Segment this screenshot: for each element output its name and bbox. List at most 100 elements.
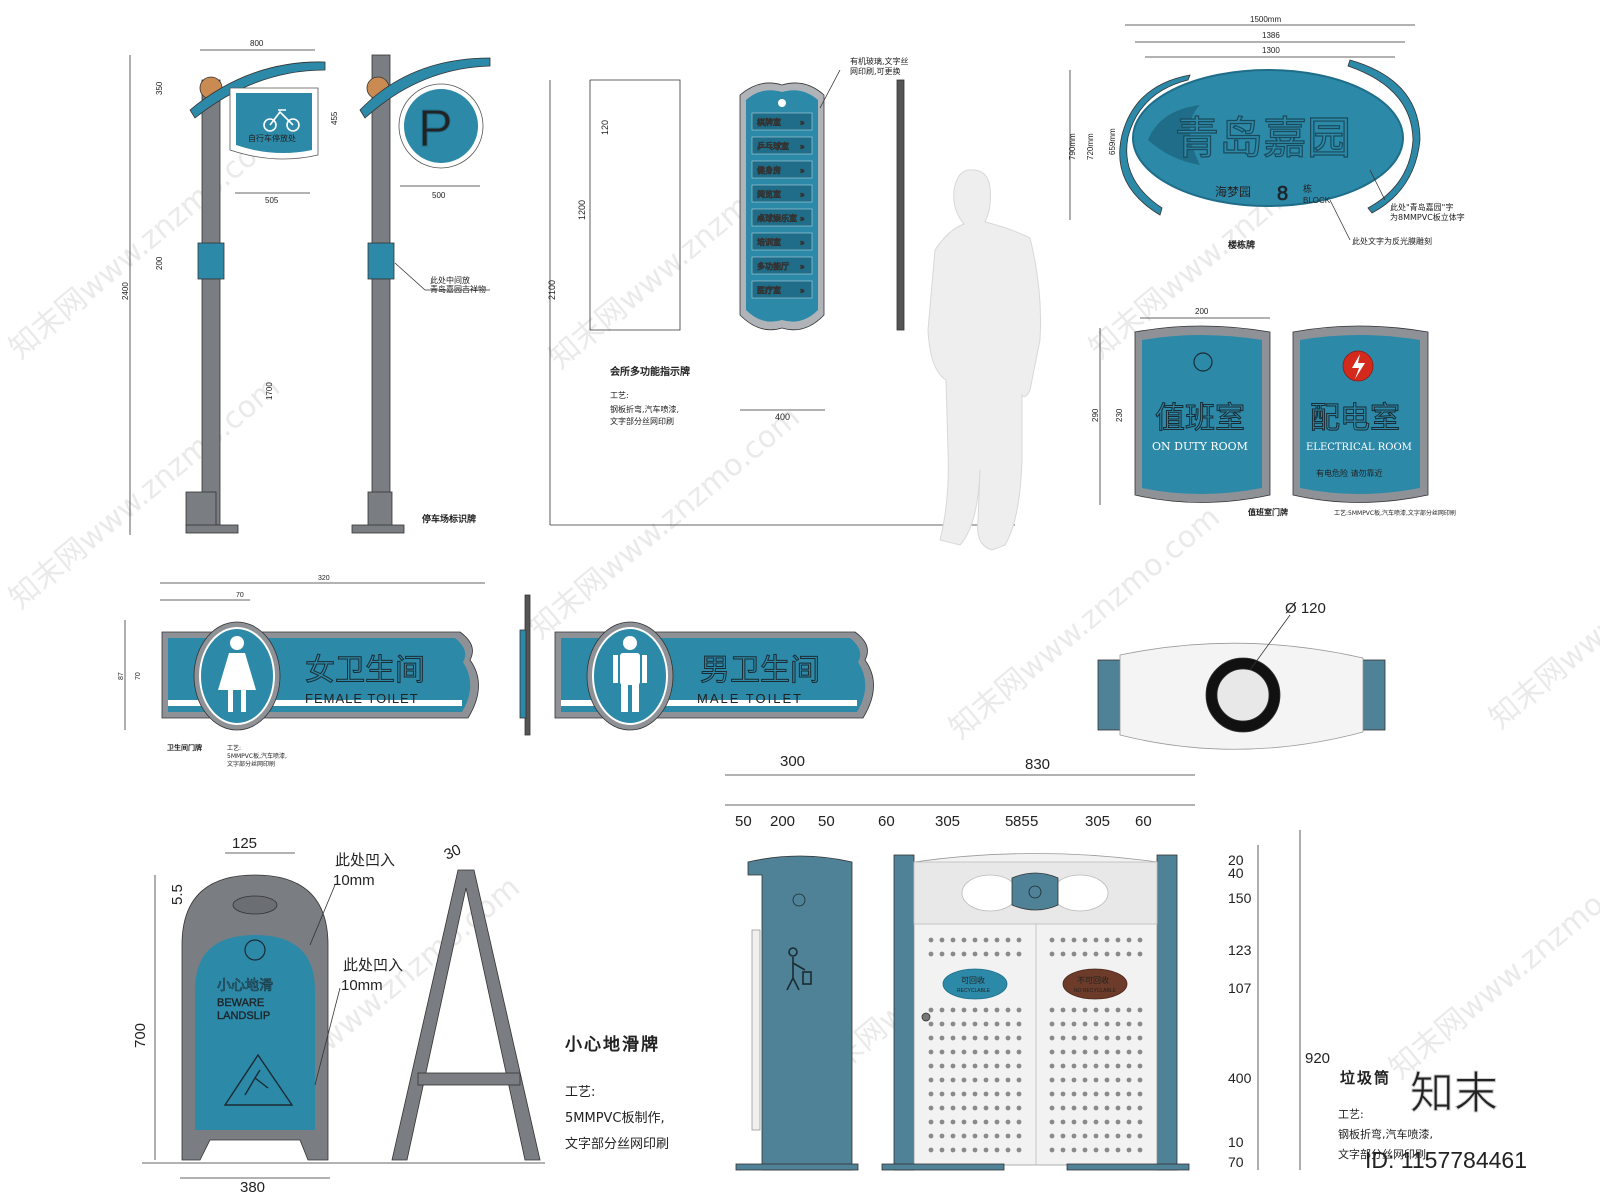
logo-icon (1193, 352, 1213, 372)
perforation (1016, 1035, 1022, 1041)
dim-70: 70 (135, 672, 142, 680)
perforation (950, 1063, 956, 1069)
perforation (1137, 1063, 1143, 1069)
slippery-note-2a: 此处凹入 (343, 956, 403, 974)
electrical-room-panel (1300, 335, 1420, 494)
directory-item (751, 112, 813, 131)
perforation (1071, 1133, 1077, 1139)
perforation (1137, 951, 1143, 957)
perforation (928, 1133, 934, 1139)
perforation (972, 1063, 978, 1069)
slippery-craft-label: 工艺: (565, 1085, 595, 1100)
perforation (1093, 937, 1099, 943)
dim-70: 70 (236, 592, 244, 599)
perforation (1049, 951, 1055, 957)
building-note-2: 为8MMPVC板立体字 (1390, 212, 1465, 222)
perforation (928, 1105, 934, 1111)
slippery-sign: 125 5.5 700 380 小心地滑 BEWARE LANDSLIP 此处凹… (132, 835, 669, 1196)
building-note-1: 此处"青岛嘉园"字 (1390, 202, 1453, 212)
perforation (1137, 937, 1143, 943)
perforation (994, 1133, 1000, 1139)
duty-room-en: ON DUTY ROOM (1152, 440, 1248, 453)
bin-craft-2: 文字部分丝网印刷 (1338, 1147, 1426, 1161)
building-sub: 海梦园 (1215, 184, 1251, 199)
top-view-end (1097, 659, 1121, 731)
perforation (1060, 951, 1066, 957)
perforation (1060, 1133, 1066, 1139)
perforation (939, 951, 945, 957)
perforation (972, 937, 978, 943)
slippery-note-1a: 此处凹入 (335, 851, 395, 869)
dim-400: 400 (775, 412, 790, 422)
perforation (1137, 1077, 1143, 1083)
perforation (1093, 1049, 1099, 1055)
leader-line (314, 987, 341, 1086)
perforation (939, 1063, 945, 1069)
perforation (1104, 1133, 1110, 1139)
dim-800: 800 (250, 39, 264, 48)
bike-sign-panel (236, 93, 312, 154)
perforation (950, 1049, 956, 1055)
dim-790: 790mm (1068, 133, 1077, 160)
perforation (928, 1147, 934, 1153)
perforation (1093, 951, 1099, 957)
perforation (1016, 1063, 1022, 1069)
perforation (1049, 1105, 1055, 1111)
directory-item-label: 桌球娱乐室 (757, 213, 797, 223)
perforation (1082, 1119, 1088, 1125)
directory-note-2: 网印刷,可更换 (850, 66, 901, 76)
parking-note-2: 青岛嘉园吉祥物 (430, 284, 486, 294)
perforation (1093, 1035, 1099, 1041)
bin-right-post (1156, 854, 1178, 1171)
directory-item-label: 健身房 (757, 165, 781, 175)
perforation (983, 1091, 989, 1097)
perforation (1104, 937, 1110, 943)
human-silhouette (927, 169, 1042, 551)
bin-dim-value: 305 (1085, 813, 1110, 830)
perforation (961, 1021, 967, 1027)
perforation (1104, 1049, 1110, 1055)
perforation (1060, 1119, 1066, 1125)
perforation (1071, 1021, 1077, 1027)
dim-200: 200 (155, 256, 164, 270)
dim-1700: 1700 (265, 382, 274, 400)
recyclable-en: RECYCLABLE (957, 988, 991, 994)
perforation (1071, 1077, 1077, 1083)
perforation (1126, 937, 1132, 943)
perforation (1016, 1133, 1022, 1139)
perforation (1005, 1035, 1011, 1041)
perforation (994, 1063, 1000, 1069)
perforation (1137, 1133, 1143, 1139)
perforation (1005, 1049, 1011, 1055)
toilet-side-panel (519, 629, 527, 719)
perforation (950, 937, 956, 943)
dim-505: 505 (265, 196, 279, 205)
pole (201, 79, 221, 526)
perforation (1137, 1091, 1143, 1097)
stripe (168, 700, 462, 706)
directory-item-label: 医疗室 (757, 285, 781, 295)
perforation (1093, 1147, 1099, 1153)
perforation (1060, 937, 1066, 943)
watermark: 知末网www.znzmo.com (1383, 840, 1600, 1086)
slippery-en-2: LANDSLIP (217, 1010, 270, 1022)
perforation (1005, 1077, 1011, 1083)
perforation (994, 951, 1000, 957)
perforation (994, 1077, 1000, 1083)
directory-item-label: 棋牌室 (757, 117, 781, 127)
perforation (1060, 1147, 1066, 1153)
bin-dim-value: 40 (1228, 865, 1244, 881)
bin-opening-right (1051, 874, 1109, 912)
room-signs: 200 290 230 值班室 ON DUTY ROOM 配电室 ELECTRI… (1091, 307, 1456, 517)
rooms-caption: 值班室门牌 (1248, 507, 1288, 517)
perforation (939, 1133, 945, 1139)
watermark: 知末网www.znzmo.com (1483, 490, 1600, 736)
perforation (1071, 1147, 1077, 1153)
perforation (1126, 1063, 1132, 1069)
perforation (1005, 937, 1011, 943)
dim-1500: 1500mm (1250, 15, 1281, 24)
building-block-cn: 栋 (1303, 183, 1312, 195)
perforation (1126, 1133, 1132, 1139)
